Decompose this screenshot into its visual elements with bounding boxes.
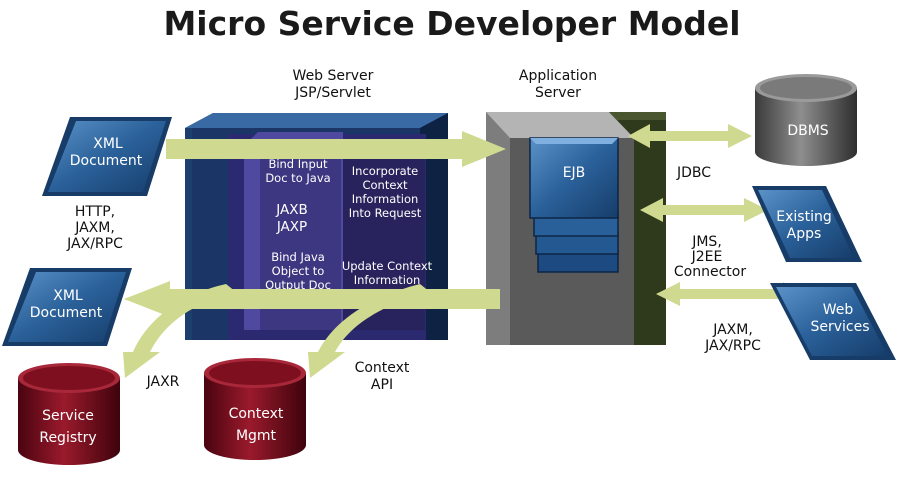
jaxr-arrow	[123, 284, 236, 378]
dbms-cylinder[interactable]	[755, 74, 857, 166]
xml-document-top-label-2: Document	[70, 153, 143, 169]
xml-document-top-label: XML	[93, 136, 123, 152]
protocols-label: HTTP,	[75, 204, 115, 220]
update-context-label-2: Information	[354, 273, 421, 287]
jaxm-rpc-arrow	[656, 282, 808, 306]
connector-label: Connector	[674, 264, 746, 280]
jaxp-label: JAXP	[276, 219, 307, 235]
bind-java-label-2: Object to	[272, 264, 325, 278]
dbms-label: DBMS	[787, 123, 828, 139]
web-server-sublabel: JSP/Servlet	[294, 85, 371, 101]
service-registry-label: Service	[42, 408, 94, 424]
incorporate-label-4: Into Request	[349, 206, 422, 220]
web-services-label: Web	[823, 302, 854, 318]
diagram-title: Micro Service Developer Model	[163, 4, 740, 43]
web-services-label-2: Services	[810, 319, 869, 335]
web-services-box[interactable]	[770, 283, 896, 360]
jms-label: JMS,	[691, 234, 722, 250]
jaxm-label: JAXM,	[712, 322, 753, 338]
existing-apps-label: Existing	[776, 209, 831, 225]
jdbc-arrow	[628, 124, 752, 148]
bind-java-label-3: Output Doc	[265, 278, 331, 292]
context-mgmt-label: Context	[229, 406, 284, 422]
xml-document-bottom[interactable]	[2, 268, 132, 346]
service-registry-cylinder[interactable]	[18, 363, 120, 465]
protocols-label-3: JAX/RPC	[66, 236, 123, 252]
incorporate-label-3: Information	[352, 192, 419, 206]
context-api-arrow	[308, 284, 430, 378]
ejb-label: EJB	[563, 165, 586, 181]
context-mgmt-label-2: Mgmt	[236, 428, 277, 444]
context-api-label: Context	[355, 360, 410, 376]
context-mgmt-cylinder[interactable]	[204, 358, 306, 460]
incorporate-label: Incorporate	[352, 164, 418, 178]
xml-document-top[interactable]	[42, 117, 172, 196]
bind-input-label: Bind Input	[268, 157, 328, 171]
j2ee-label: J2EE	[691, 249, 723, 265]
update-context-label: Update Context	[342, 259, 433, 273]
jax-rpc-label: JAX/RPC	[704, 338, 761, 354]
incorporate-label-2: Context	[362, 178, 408, 192]
app-server-label: Application	[519, 68, 597, 84]
existing-apps-box[interactable]	[752, 186, 862, 262]
jms-arrow	[640, 198, 768, 222]
xml-document-bottom-label: XML	[53, 288, 83, 304]
bind-java-label: Bind Java	[271, 250, 325, 264]
bind-input-label-2: Doc to Java	[265, 171, 330, 185]
xml-document-bottom-label-2: Document	[30, 305, 103, 321]
service-registry-label-2: Registry	[39, 430, 96, 446]
jaxr-label: JAXR	[146, 374, 180, 390]
app-server-sublabel: Server	[535, 85, 581, 101]
request-arrow	[166, 131, 506, 167]
existing-apps-label-2: Apps	[787, 226, 822, 242]
context-api-label-2: API	[371, 377, 393, 393]
jdbc-label: JDBC	[676, 165, 711, 181]
protocols-label-2: JAXM,	[74, 220, 115, 236]
ejb-stack	[529, 137, 619, 273]
web-server-label: Web Server	[293, 68, 374, 84]
jaxb-label: JAXB	[275, 202, 308, 218]
